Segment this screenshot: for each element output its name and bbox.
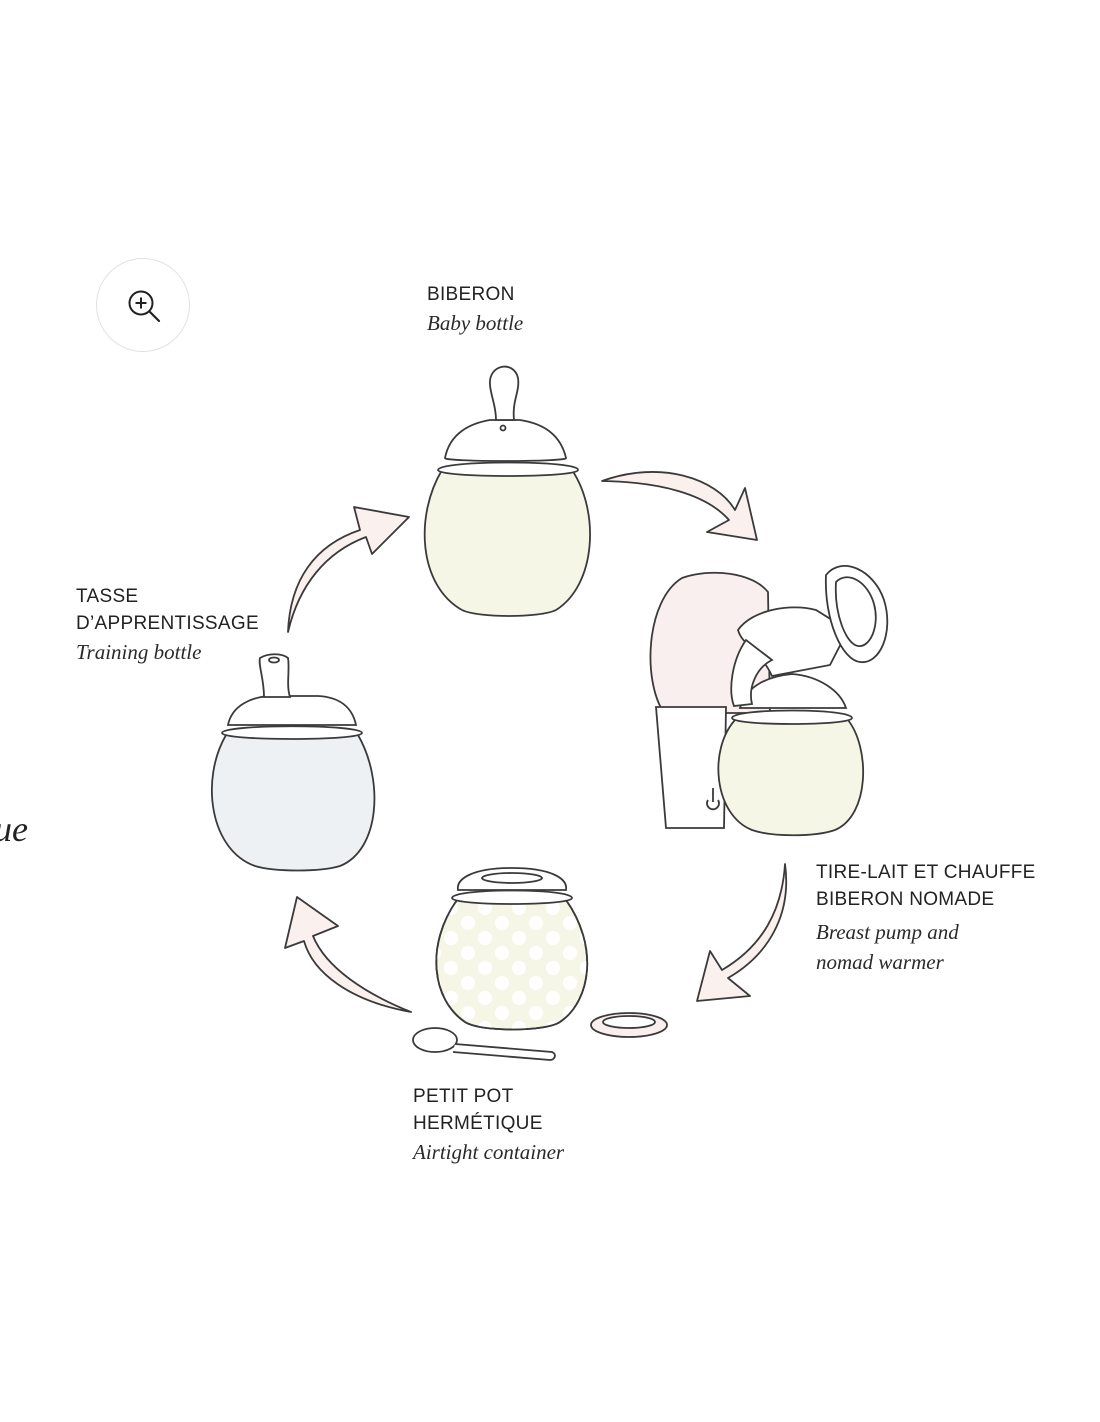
label-fr: BIBERON NOMADE bbox=[816, 889, 995, 910]
label-fr: D’APPRENTISSAGE bbox=[76, 613, 259, 634]
arrow-up-left-icon bbox=[284, 896, 412, 1013]
cut-off-heading-text: ue bbox=[0, 809, 28, 849]
zoom-button[interactable] bbox=[96, 258, 190, 352]
label-en: nomad warmer bbox=[816, 950, 944, 974]
arrow-down-left-icon bbox=[696, 863, 787, 1002]
label-fr: TASSE bbox=[76, 586, 139, 607]
label-fr: TIRE-LAIT ET CHAUFFE bbox=[816, 862, 1036, 883]
label-baby-bottle: BIBERON Baby bottle bbox=[427, 281, 523, 338]
breast-pump-warmer-illustration bbox=[649, 565, 889, 837]
label-fr: PETIT POT bbox=[413, 1086, 514, 1107]
airtight-container-illustration bbox=[412, 867, 668, 1061]
label-en: Airtight container bbox=[413, 1140, 565, 1164]
arrow-up-right-icon bbox=[287, 506, 410, 633]
label-pump-warmer: TIRE-LAIT ET CHAUFFE BIBERON NOMADE Brea… bbox=[816, 859, 1036, 977]
label-en: Baby bottle bbox=[427, 311, 524, 335]
label-en: Breast pump and bbox=[816, 920, 959, 944]
training-bottle-illustration bbox=[210, 653, 376, 872]
zoom-in-icon bbox=[128, 290, 161, 323]
label-fr: BIBERON bbox=[427, 284, 515, 305]
label-fr: HERMÉTIQUE bbox=[413, 1113, 543, 1134]
label-airtight-container: PETIT POT HERMÉTIQUE Airtight container bbox=[413, 1083, 564, 1167]
arrow-right-icon bbox=[601, 471, 758, 541]
label-en: Training bottle bbox=[76, 640, 202, 664]
label-training-bottle: TASSE D’APPRENTISSAGE Training bottle bbox=[76, 583, 259, 667]
baby-bottle-illustration bbox=[423, 365, 591, 617]
